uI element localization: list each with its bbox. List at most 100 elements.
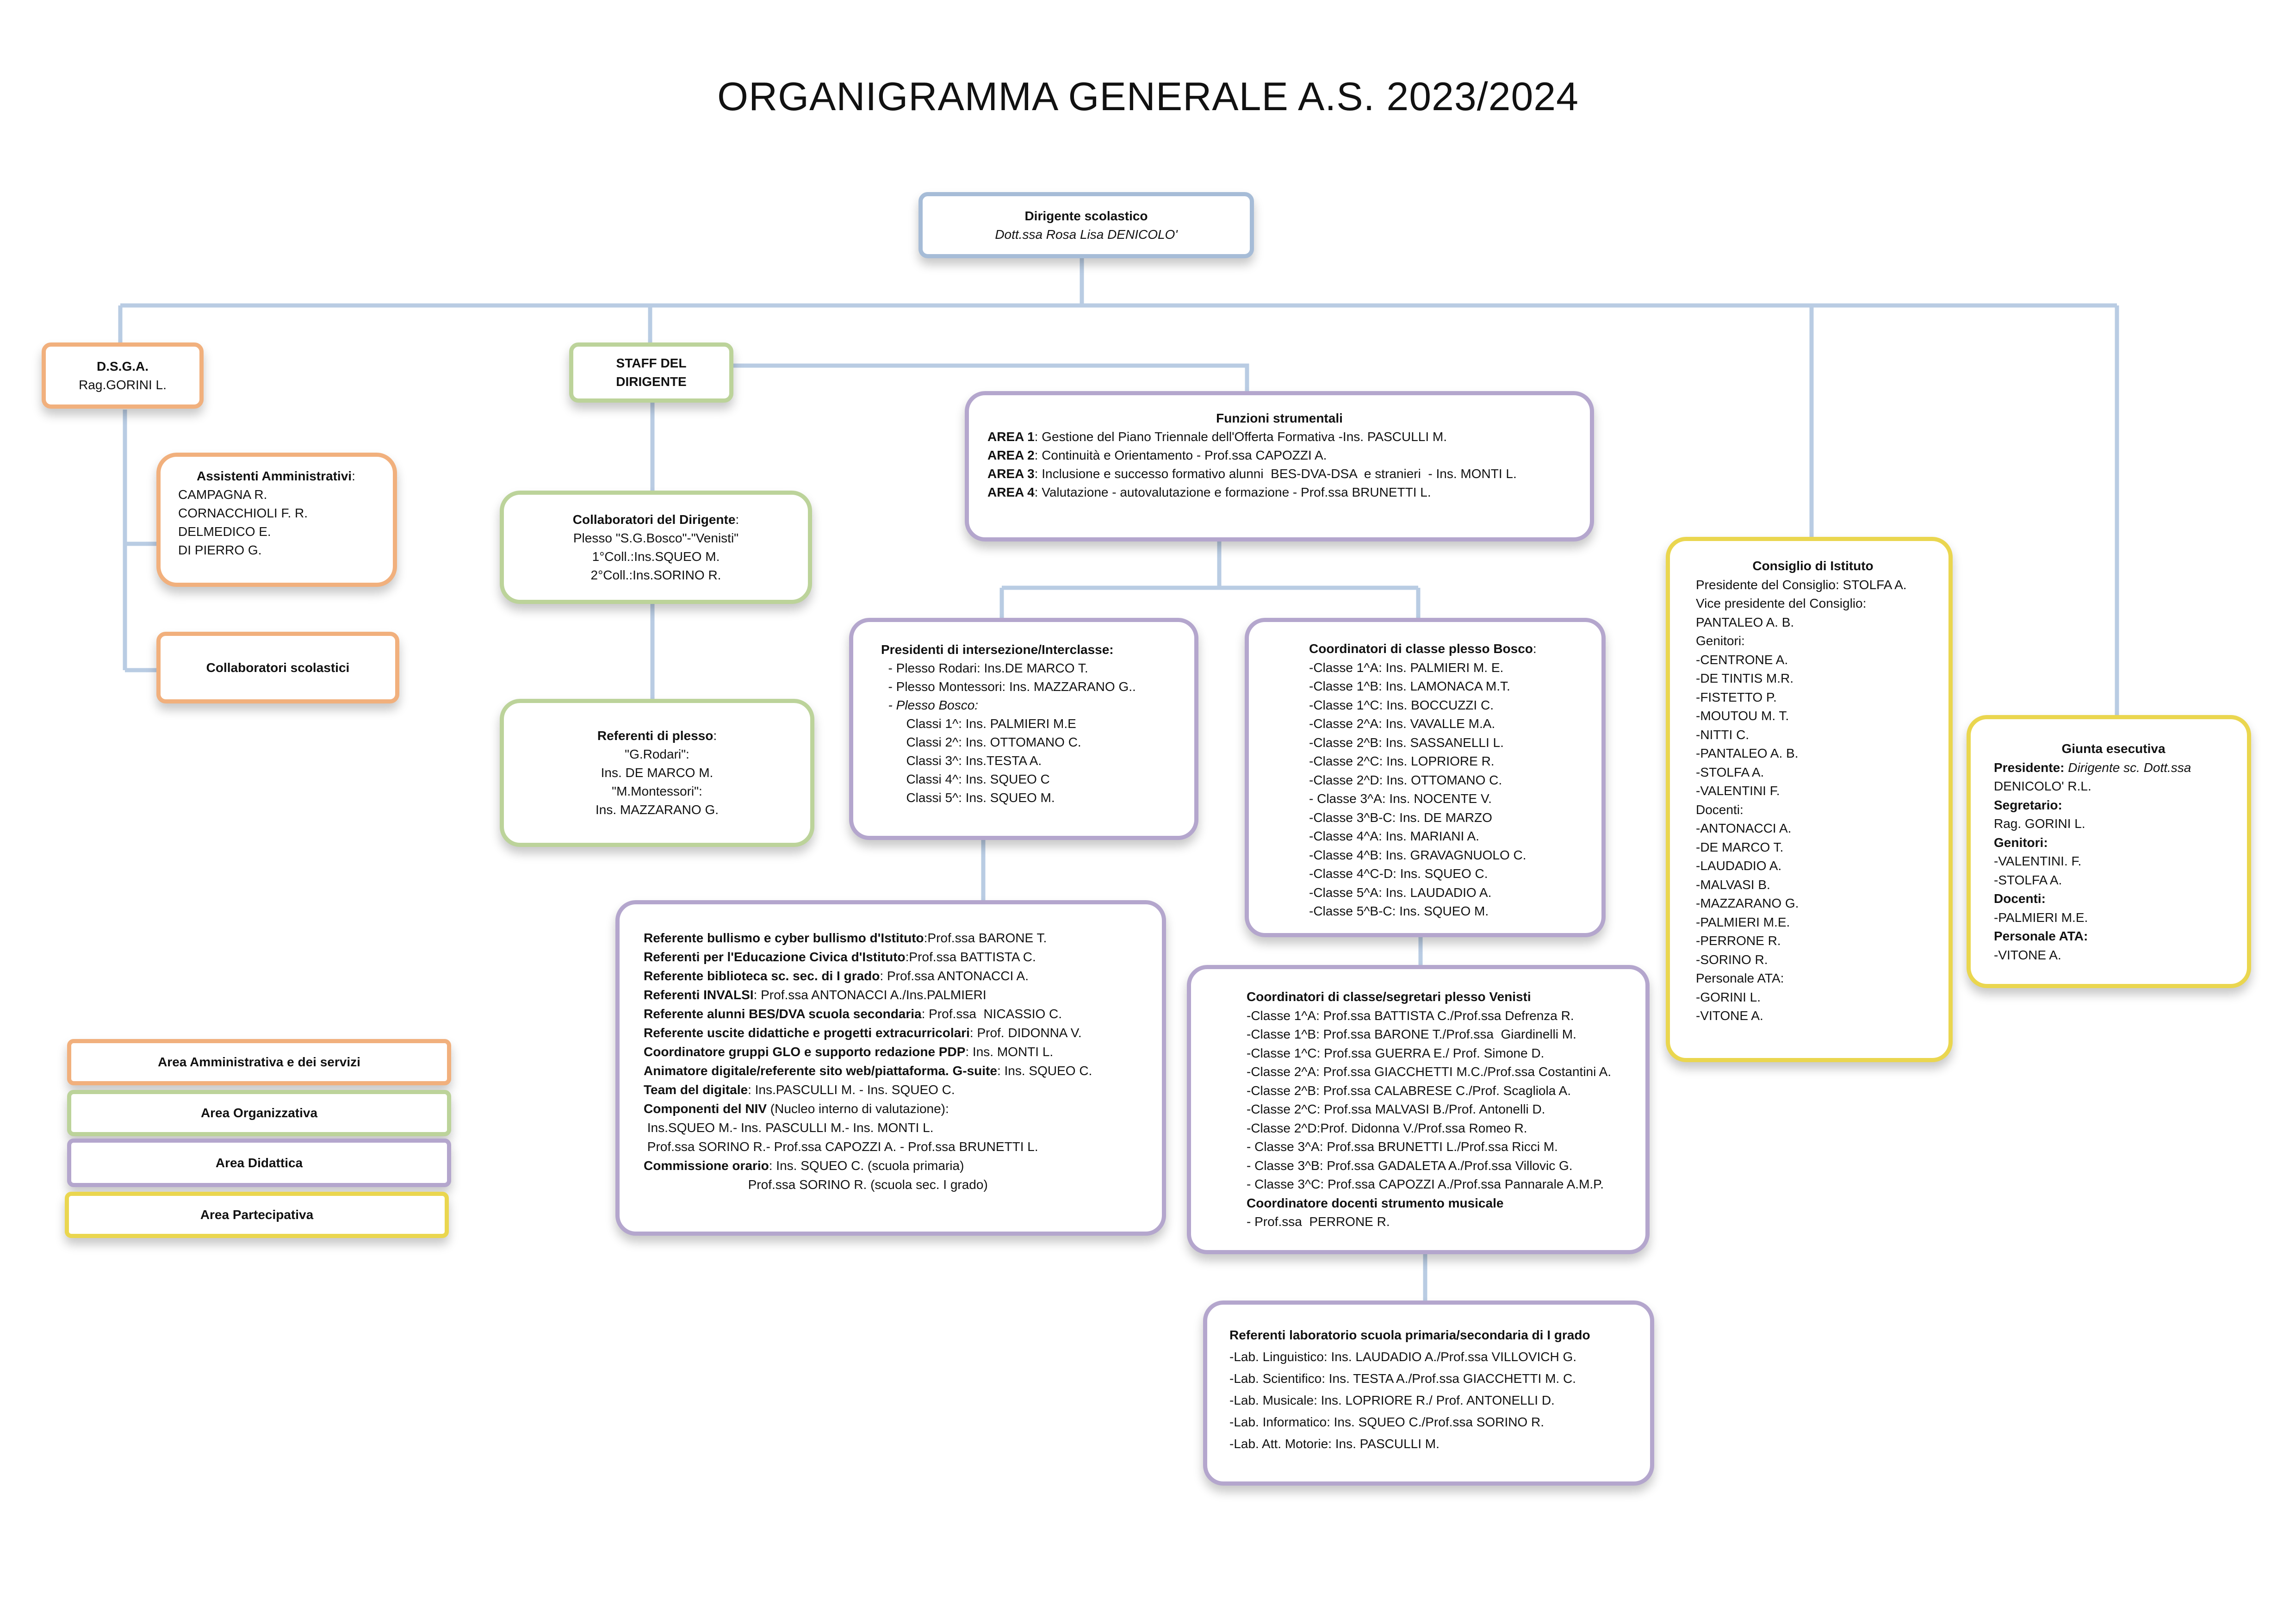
referenti-plesso-title: Referenti di plesso (597, 728, 714, 743)
dsga-box: D.S.G.A. Rag.GORINI L. (42, 342, 204, 409)
giunta-item: Docenti: (1994, 891, 2046, 906)
coordinatori-bosco-item: -Classe 5^A: Ins. LAUDADIO A. (1309, 885, 1492, 900)
coordinatori-venisti-item: - Classe 3^A: Prof.ssa BRUNETTI L./Prof.… (1247, 1139, 1558, 1154)
referenti-item: Commissione orario: Ins. SQUEO C. (scuol… (644, 1158, 964, 1173)
coordinatori-bosco-item: -Classe 2^C: Ins. LOPRIORE R. (1309, 754, 1495, 768)
assistenti-item: CAMPAGNA R. (178, 487, 267, 502)
consiglio-item: -SORINO R. (1696, 952, 1768, 967)
coordinatori-bosco-suffix: : (1533, 641, 1537, 656)
assistenti-item: DI PIERRO G. (178, 543, 262, 557)
presidenti-item: - Plesso Montessori: Ins. MAZZARANO G.. (881, 679, 1136, 694)
dirigente-name: Dott.ssa Rosa Lisa DENICOLO' (995, 227, 1178, 242)
consiglio-item: -LAUDADIO A. (1696, 859, 1782, 873)
referenti-item: Ins.SQUEO M.- Ins. PASCULLI M.- Ins. MON… (644, 1120, 934, 1135)
presidenti-item: Classi 5^: Ins. SQUEO M. (881, 790, 1055, 805)
consiglio-item: Presidente del Consiglio: STOLFA A. (1696, 577, 1907, 592)
laboratori-item: -Lab. Scientifico: Ins. TESTA A./Prof.ss… (1229, 1371, 1576, 1386)
giunta-item: Genitori: (1994, 835, 2048, 850)
referenti-item: Coordinatore gruppi GLO e supporto redaz… (644, 1045, 1054, 1059)
consiglio-item: -FISTETTO P. (1696, 690, 1777, 704)
presidenti-item: Classi 3^: Ins.TESTA A. (881, 753, 1042, 768)
coordinatori-venisti-item: -Classe 1^A: Prof.ssa BATTISTA C./Prof.s… (1247, 1008, 1574, 1023)
coordinatori-venisti-item: -Classe 2^C: Prof.ssa MALVASI B./Prof. A… (1247, 1102, 1545, 1116)
coordinatori-venisti-item: -Classe 2^B: Prof.ssa CALABRESE C./Prof.… (1247, 1083, 1571, 1098)
collaboratori-scolastici-box: Collaboratori scolastici (156, 632, 399, 703)
coordinatori-bosco-title: Coordinatori di classe plesso Bosco (1309, 641, 1533, 656)
referenti-plesso-box: Referenti di plesso: "G.Rodari": Ins. DE… (500, 699, 814, 847)
referenti-plesso-item: Ins. MAZZARANO G. (595, 803, 719, 817)
assistenti-item: CORNACCHIOLI F. R. (178, 506, 308, 520)
consiglio-item: -VITONE A. (1696, 1008, 1763, 1023)
collaboratori-dirigente-item: 2°Coll.:Ins.SORINO R. (590, 567, 721, 582)
giunta-item: -STOLFA A. (1994, 872, 2062, 887)
laboratori-item: -Lab. Att. Motorie: Ins. PASCULLI M. (1229, 1437, 1440, 1451)
dsga-title: D.S.G.A. (96, 359, 149, 373)
funzioni-box: Funzioni strumentali AREA 1: Gestione de… (965, 391, 1594, 541)
collaboratori-dirigente-item: 1°Coll.:Ins.SQUEO M. (592, 549, 720, 564)
coordinatori-bosco-item: -Classe 2^B: Ins. SASSANELLI L. (1309, 735, 1504, 750)
giunta-item: Rag. GORINI L. (1994, 816, 2085, 831)
giunta-title: Giunta esecutiva (2061, 741, 2166, 756)
laboratori-item: -Lab. Informatico: Ins. SQUEO C./Prof.ss… (1229, 1415, 1544, 1429)
consiglio-item: -STOLFA A. (1696, 765, 1764, 779)
referenti-item: Referenti INVALSI: Prof.ssa ANTONACCI A.… (644, 988, 987, 1002)
coordinatori-bosco-item: - Classe 3^A: Ins. NOCENTE V. (1309, 791, 1492, 806)
giunta-box: Giunta esecutiva Presidente: Dirigente s… (1967, 715, 2251, 988)
strumento-musicale-title: Coordinatore docenti strumento musicale (1247, 1195, 1504, 1210)
coordinatori-venisti-item: -Classe 1^B: Prof.ssa BARONE T./Prof.ssa… (1247, 1027, 1576, 1041)
giunta-item: -VALENTINI. F. (1994, 854, 2082, 868)
coordinatori-bosco-item: -Classe 4^B: Ins. GRAVAGNUOLO C. (1309, 847, 1527, 862)
coordinatori-bosco-item: -Classe 1^A: Ins. PALMIERI M. E. (1309, 660, 1504, 675)
collaboratori-scolastici-title: Collaboratori scolastici (206, 660, 350, 675)
referenti-plesso-item: "G.Rodari": (625, 747, 689, 761)
consiglio-item: -PANTALEO A. B. (1696, 746, 1799, 760)
consiglio-item: -ANTONACCI A. (1696, 821, 1792, 835)
presidenti-title: Presidenti di intersezione/Interclasse: (881, 642, 1114, 657)
coordinatori-venisti-item: - Classe 3^B: Prof.ssa GADALETA A./Prof.… (1247, 1158, 1573, 1173)
coordinatori-venisti-item: - Classe 3^C: Prof.ssa CAPOZZI A./Prof.s… (1247, 1177, 1604, 1191)
funzioni-item: AREA 3: Inclusione e successo formativo … (987, 467, 1517, 481)
giunta-item: -PALMIERI M.E. (1994, 910, 2088, 925)
dsga-name: Rag.GORINI L. (79, 377, 167, 392)
legend-item: Area Didattica (67, 1139, 451, 1187)
legend-item: Area Partecipativa (65, 1192, 449, 1238)
referenti-box: Referente bullismo e cyber bullismo d'Is… (615, 900, 1166, 1236)
giunta-item: Segretario: (1994, 797, 2062, 812)
staff-line2: DIRIGENTE (616, 374, 687, 389)
collaboratori-dirigente-suffix: : (735, 512, 739, 527)
consiglio-item: -NITTI C. (1696, 727, 1750, 742)
coordinatori-venisti-box: Coordinatori di classe/segretari plesso … (1187, 965, 1650, 1254)
consiglio-item: PANTALEO A. B. (1696, 615, 1794, 629)
coordinatori-venisti-item: -Classe 2^A: Prof.ssa GIACCHETTI M.C./Pr… (1247, 1064, 1612, 1079)
presidenti-item: Classi 2^: Ins. OTTOMANO C. (881, 735, 1081, 749)
funzioni-item: AREA 4: Valutazione - autovalutazione e … (987, 485, 1431, 499)
funzioni-item: AREA 1: Gestione del Piano Triennale del… (987, 429, 1447, 444)
coordinatori-venisti-title: Coordinatori di classe/segretari plesso … (1247, 989, 1531, 1004)
consiglio-item: -DE TINTIS M.R. (1696, 671, 1794, 685)
referenti-item: Prof.ssa SORINO R. (scuola sec. I grado) (644, 1177, 988, 1192)
legend-label: Area Didattica (215, 1155, 303, 1170)
presidenti-item: Classi 4^: Ins. SQUEO C (881, 772, 1050, 786)
coordinatori-bosco-item: -Classe 2^D: Ins. OTTOMANO C. (1309, 772, 1502, 787)
coordinatori-bosco-item: -Classe 4^C-D: Ins. SQUEO C. (1309, 866, 1488, 881)
coordinatori-bosco-item: -Classe 2^A: Ins. VAVALLE M.A. (1309, 716, 1496, 731)
giunta-item: Presidente: Dirigente sc. Dott.ssa (1994, 760, 2191, 775)
laboratori-box: Referenti laboratorio scuola primaria/se… (1203, 1300, 1654, 1486)
consiglio-item: Genitori: (1696, 634, 1745, 648)
consiglio-title: Consiglio di Istituto (1752, 559, 1874, 573)
consiglio-item: -MAZZARANO G. (1696, 896, 1799, 910)
referenti-item: Referenti per l'Educazione Civica d'Isti… (644, 950, 1036, 964)
dirigente-box: Dirigente scolastico Dott.ssa Rosa Lisa … (918, 192, 1254, 258)
staff-line1: STAFF DEL (616, 356, 687, 370)
consiglio-box: Consiglio di Istituto Presidente del Con… (1666, 537, 1953, 1062)
consiglio-item: -VALENTINI F. (1696, 784, 1780, 798)
giunta-item: -VITONE A. (1994, 947, 2061, 962)
referenti-plesso-item: "M.Montessori": (612, 784, 702, 798)
assistenti-box: Assistenti Amministrativi: CAMPAGNA R. C… (156, 453, 397, 587)
strumento-musicale-item: - Prof.ssa PERRONE R. (1247, 1214, 1390, 1229)
legend-item: Area Organizzativa (67, 1090, 451, 1136)
referenti-plesso-suffix: : (713, 728, 717, 743)
coordinatori-bosco-box: Coordinatori di classe plesso Bosco: -Cl… (1245, 618, 1606, 937)
giunta-item: Personale ATA: (1994, 929, 2088, 943)
